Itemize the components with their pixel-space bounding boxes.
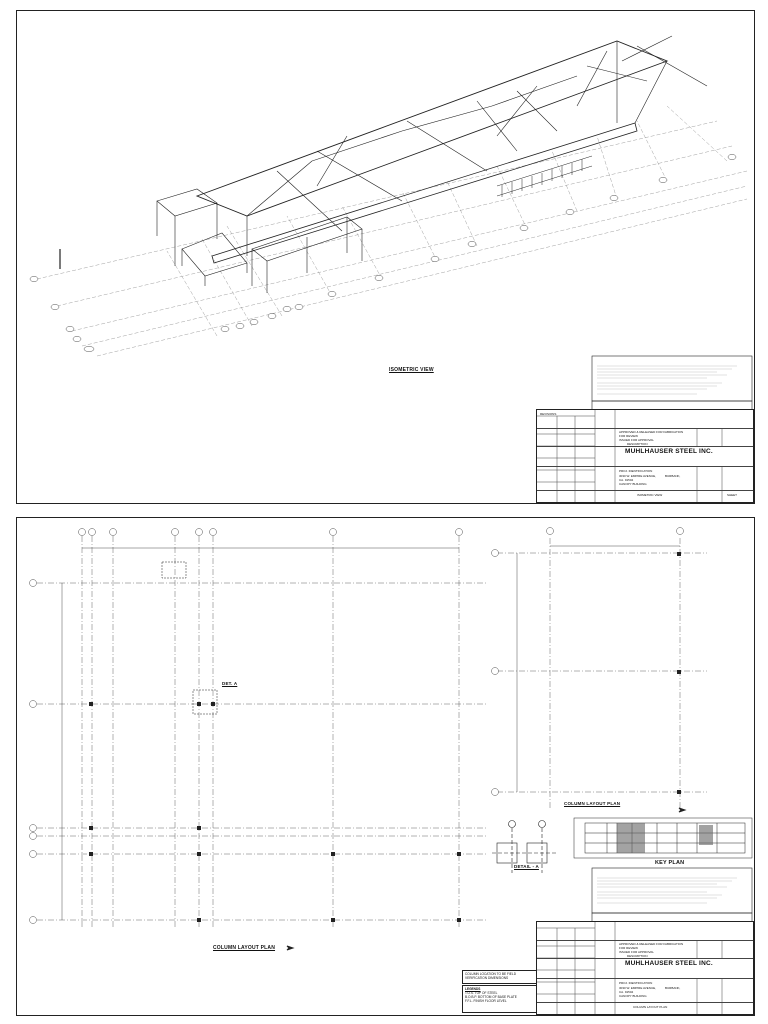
legend-item: F.F.L. FINISH FLOOR LEVEL (465, 999, 507, 1003)
company-name: MUHLHAUSER STEEL INC. (625, 448, 713, 455)
title-block: APPROVED & RELEASED FOR FABRICATION FOR … (536, 921, 754, 1015)
description-header: DESCRIPTION (627, 442, 648, 446)
field-verify-note: COLUMN LOCATION TO BE FIELD VERIFICATION… (462, 970, 538, 984)
project-city: BURBANK, (665, 474, 681, 478)
legend-item: B.O.B.P. BOTTOM OF BASE PLATE (465, 995, 517, 999)
key-plan-title: KEY PLAN (655, 860, 685, 866)
approval-text: APPROVED & RELEASED FOR FABRICATION (619, 430, 684, 434)
company-name: MUHLHAUSER STEEL INC. (625, 960, 713, 967)
title-block-grid (537, 922, 723, 1014)
column-layout-plan-side-title: COLUMN LAYOUT PLAN (564, 801, 621, 806)
approval-text: APPROVED & RELEASED FOR FABRICATION (619, 942, 684, 946)
revisions-label: REVISIONS (540, 412, 557, 416)
project-address: 3030 W. EMPIRE AVENUE, (619, 474, 656, 478)
project-identification: PROJ. IDENTIFICATION (619, 981, 653, 985)
project-city: BURBANK, (665, 986, 681, 990)
project-address: 3030 W. EMPIRE AVENUE, (619, 986, 656, 990)
column-layout-drawing (29, 527, 753, 951)
drawing-sheet-column-layout: COLUMN LAYOUT PLAN COLUMN LAYOUT PLAN DE… (16, 517, 755, 1016)
sheet-label: SHEET (727, 493, 738, 497)
issued-approval-text: ISSUED FOR APPROVAL (619, 438, 654, 442)
issued-approval-text: ISSUED FOR APPROVAL (619, 950, 654, 954)
description-header: DESCRIPTION (627, 954, 648, 958)
isometric-drawing (29, 35, 753, 430)
column-layout-plan-title: COLUMN LAYOUT PLAN (213, 945, 276, 951)
det-a-callout: DET. A (222, 681, 238, 686)
drawing-title: ISOMETRIC VIEW (637, 493, 663, 497)
project-state: CA. 91504 (619, 990, 634, 994)
drawing-sheet-isometric: ISOMETRIC VIEW REVISIONS APPROVED & RELE… (16, 10, 755, 504)
for-review-text: FOR REVIEW (619, 946, 639, 950)
project-building: CANOPY BUILDING (619, 994, 647, 998)
legends-title: LEGENDS (465, 987, 481, 991)
project-building: CANOPY BUILDING (619, 482, 647, 486)
for-review-text: FOR REVIEW (619, 434, 639, 438)
project-state: CA. 91504 (619, 478, 634, 482)
detail-a-title: DETAIL - A (514, 864, 539, 869)
drawing-title: COLUMN LAYOUT PLAN (633, 1005, 668, 1009)
project-identification: PROJ. IDENTIFICATION (619, 469, 653, 473)
title-block-grid (537, 410, 723, 502)
legends-box: LEGENDS T.O.S. TOP OF STEEL B.O.B.P. BOT… (462, 985, 538, 1013)
isometric-view-title: ISOMETRIC VIEW (389, 367, 434, 373)
legend-item: T.O.S. TOP OF STEEL (465, 991, 498, 995)
title-block: REVISIONS APPROVED & RELEASED FOR FABRIC… (536, 409, 754, 503)
